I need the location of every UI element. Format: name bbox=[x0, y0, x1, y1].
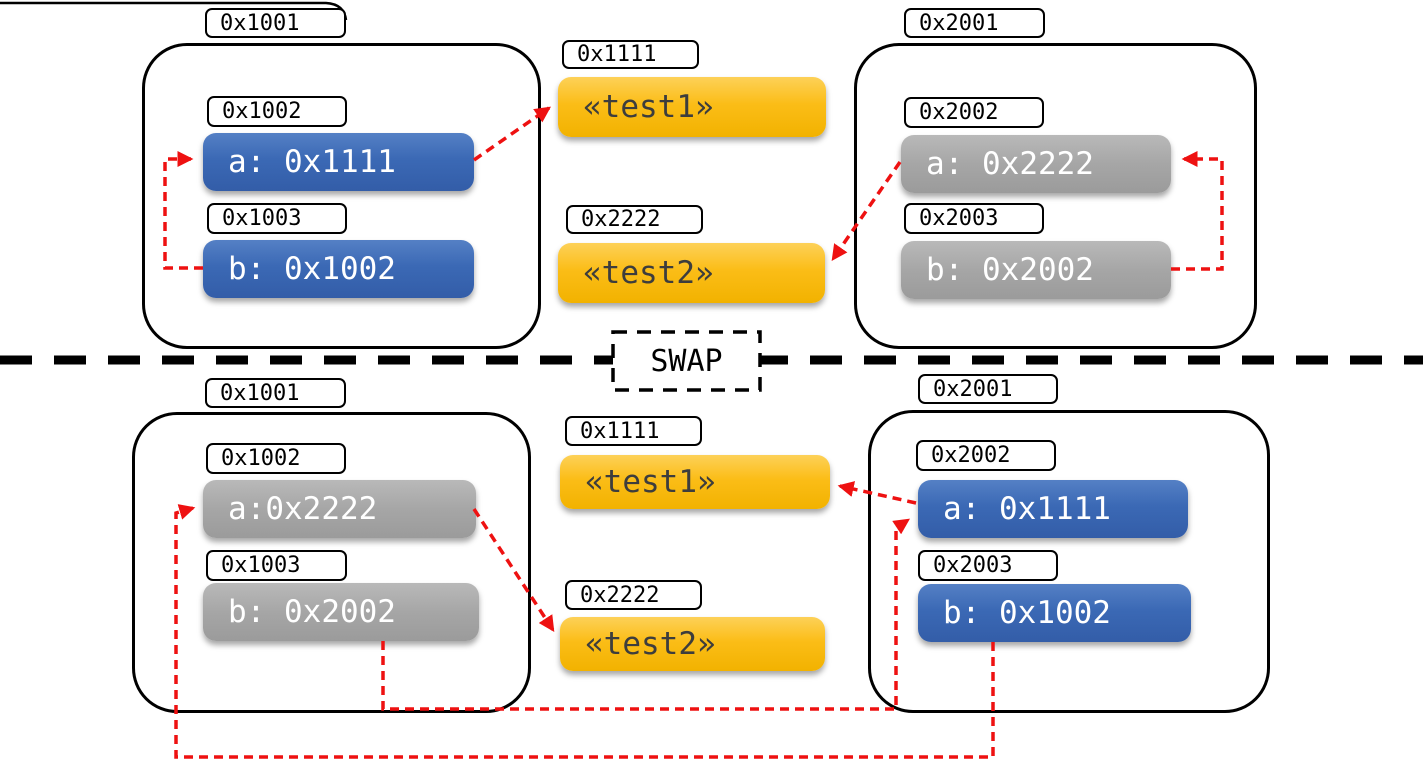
variable-box: a: 0x1111 bbox=[203, 133, 474, 191]
address-tag-variable: 0x1002 bbox=[206, 443, 346, 474]
stack-frame-top-right bbox=[854, 43, 1257, 349]
variable-box: b: 0x1002 bbox=[918, 584, 1191, 642]
variable-box: a:0x2222 bbox=[203, 480, 476, 538]
address-tag-string: 0x1111 bbox=[562, 40, 699, 69]
address-tag-string: 0x2222 bbox=[566, 205, 703, 234]
address-tag-string: 0x2222 bbox=[565, 580, 702, 610]
address-tag-frame: 0x1001 bbox=[205, 8, 346, 38]
address-tag-variable: 0x1002 bbox=[207, 96, 347, 127]
address-tag-variable: 0x1003 bbox=[207, 203, 347, 234]
string-box: «test2» bbox=[558, 243, 825, 303]
string-box: «test1» bbox=[558, 77, 826, 137]
address-tag-variable: 0x2003 bbox=[918, 550, 1058, 581]
variable-box: b: 0x2002 bbox=[203, 583, 479, 641]
address-tag-frame: 0x2001 bbox=[904, 8, 1045, 38]
address-tag-frame: 0x1001 bbox=[205, 378, 346, 408]
variable-box: b: 0x1002 bbox=[203, 240, 474, 298]
string-box: «test2» bbox=[560, 617, 825, 671]
address-tag-variable: 0x2002 bbox=[916, 440, 1056, 471]
stack-frame-top-left bbox=[142, 43, 541, 349]
variable-box: b: 0x2002 bbox=[901, 241, 1171, 299]
string-box: «test1» bbox=[560, 455, 830, 509]
address-tag-frame: 0x2001 bbox=[918, 374, 1058, 404]
address-tag-variable: 0x2002 bbox=[904, 97, 1044, 128]
variable-box: a: 0x2222 bbox=[901, 135, 1171, 193]
swap-label: SWAP bbox=[650, 343, 723, 379]
address-tag-string: 0x1111 bbox=[565, 416, 702, 446]
address-tag-variable: 0x2003 bbox=[904, 203, 1044, 234]
address-tag-variable: 0x1003 bbox=[206, 550, 347, 581]
variable-box: a: 0x1111 bbox=[918, 480, 1188, 538]
